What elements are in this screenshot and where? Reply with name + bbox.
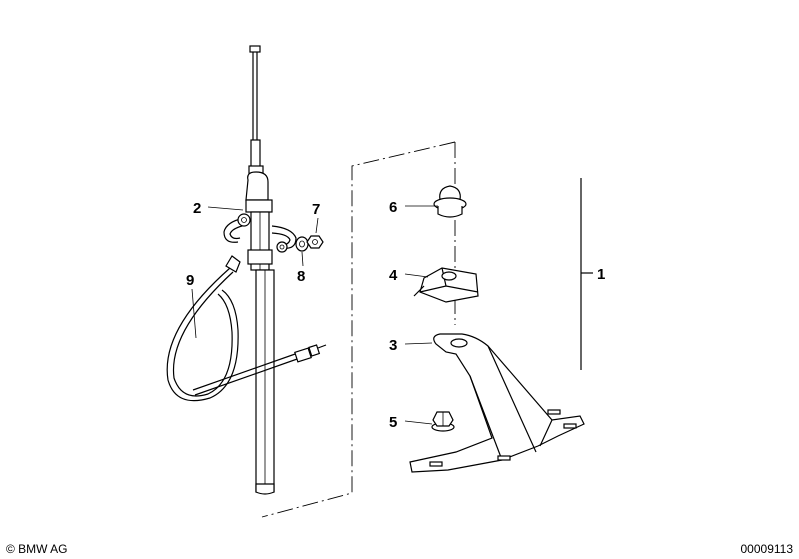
washer [295, 236, 309, 252]
callout-4: 4 [389, 267, 398, 284]
mounting-bracket [409, 333, 585, 473]
assembly-dash-outline [261, 141, 456, 518]
diagram-number: 00009113 [741, 542, 794, 556]
nut [306, 235, 324, 249]
clip-nut [413, 267, 479, 303]
assembly-bracket-line [580, 178, 593, 370]
callout-5: 5 [389, 414, 397, 431]
rubber-grommet [433, 185, 467, 218]
callout-2: 2 [193, 200, 201, 217]
callout-8: 8 [297, 268, 305, 285]
flange-nut [431, 411, 455, 432]
antenna-mast [245, 45, 275, 495]
callout-1: 1 [597, 266, 605, 283]
antenna-cable [166, 267, 327, 402]
callout-9: 9 [186, 272, 194, 289]
callout-7: 7 [312, 201, 320, 218]
callout-3: 3 [389, 337, 397, 354]
callout-6: 6 [389, 199, 397, 216]
leader-lines [191, 205, 438, 425]
copyright-label: © BMW AG [6, 542, 68, 556]
